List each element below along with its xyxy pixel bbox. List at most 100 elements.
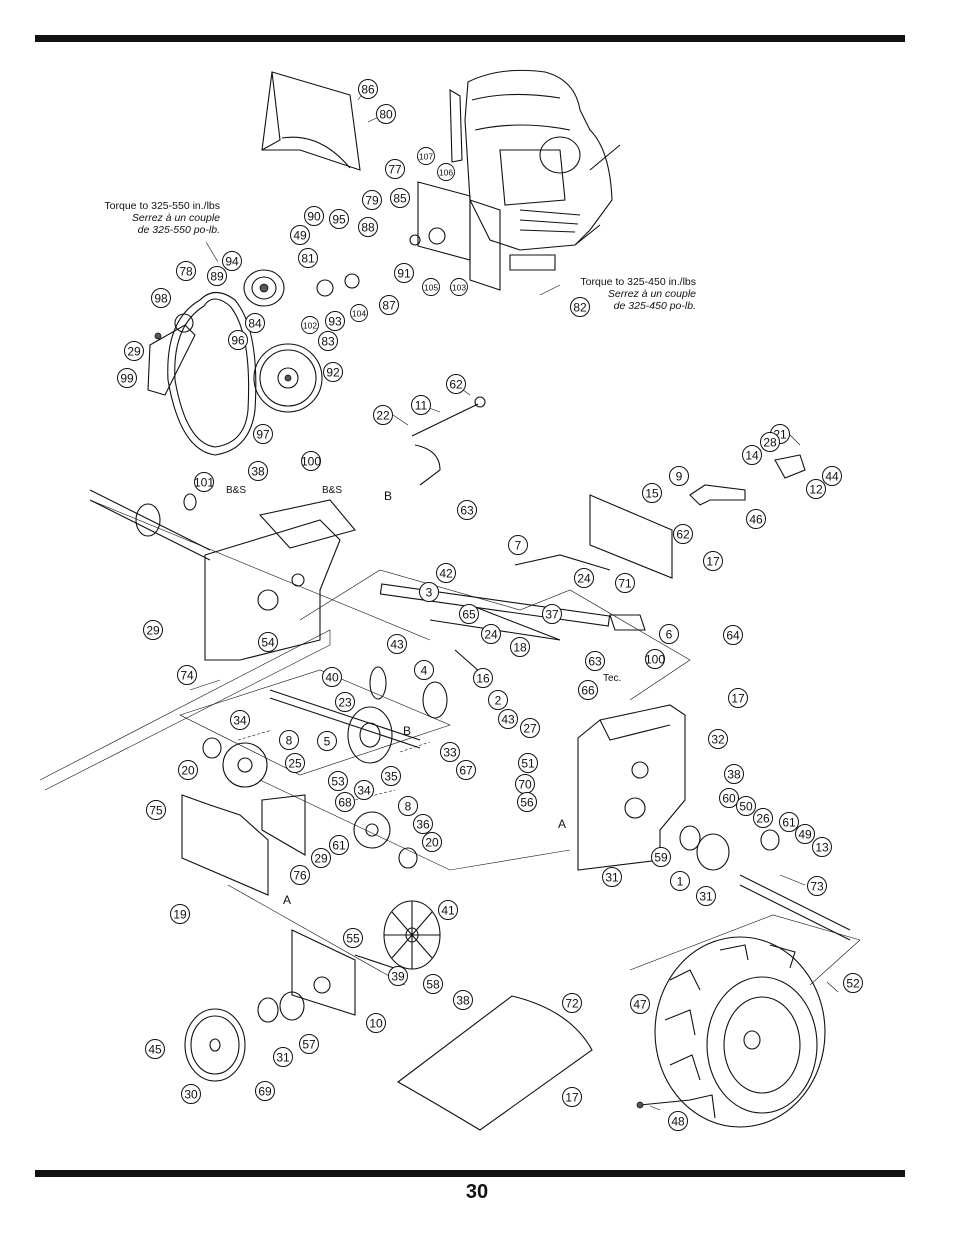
callout-57: 57 bbox=[299, 1034, 319, 1054]
callout-number: 14 bbox=[745, 449, 759, 463]
callout-number: 92 bbox=[326, 366, 340, 380]
callout-49: 49 bbox=[290, 225, 310, 245]
callout-number: 107 bbox=[419, 152, 433, 162]
callout-29: 29 bbox=[143, 620, 163, 640]
callout-number: 70 bbox=[518, 778, 532, 792]
callout-number: 61 bbox=[332, 839, 346, 853]
callout-number: 13 bbox=[815, 841, 829, 855]
callout-98: 98 bbox=[151, 288, 171, 308]
callout-number: 74 bbox=[180, 669, 194, 683]
callout-47: 47 bbox=[630, 994, 650, 1014]
callout-number: 90 bbox=[307, 210, 321, 224]
callout-73: 73 bbox=[807, 876, 827, 896]
callout-balloon bbox=[335, 792, 355, 812]
callout-30: 30 bbox=[181, 1084, 201, 1104]
callout-balloon bbox=[273, 1047, 293, 1067]
callout-balloon bbox=[385, 159, 405, 179]
callout-balloon bbox=[322, 667, 342, 687]
callout-balloon bbox=[230, 710, 250, 730]
bs-label-right: B&S bbox=[322, 485, 342, 496]
callout-balloon bbox=[323, 362, 343, 382]
callout-44: 44 bbox=[822, 466, 842, 486]
callout-number: 34 bbox=[357, 784, 371, 798]
callout-25: 25 bbox=[285, 753, 305, 773]
callout-balloon bbox=[248, 461, 268, 481]
section-letter-a-right: A bbox=[558, 817, 566, 831]
callout-number: 77 bbox=[388, 163, 402, 177]
callout-68: 68 bbox=[335, 792, 355, 812]
callout-49: 49 bbox=[795, 824, 815, 844]
callout-54: 54 bbox=[258, 632, 278, 652]
section-letter-a-left: A bbox=[283, 893, 291, 907]
callout-number: 76 bbox=[293, 869, 307, 883]
callout-101: 101 bbox=[194, 472, 214, 492]
callout-balloon bbox=[304, 206, 324, 226]
callout-balloon bbox=[417, 147, 435, 165]
callout-balloon bbox=[630, 994, 650, 1014]
callout-balloon bbox=[457, 500, 477, 520]
callout-22: 22 bbox=[373, 405, 393, 425]
callout-71: 71 bbox=[615, 573, 635, 593]
callout-34: 34 bbox=[354, 780, 374, 800]
callout-9: 9 bbox=[669, 466, 689, 486]
callout-88: 88 bbox=[358, 217, 378, 237]
callout-18: 18 bbox=[510, 637, 530, 657]
callout-balloon bbox=[724, 764, 744, 784]
callout-balloon bbox=[456, 760, 476, 780]
callout-62: 62 bbox=[673, 524, 693, 544]
callout-43: 43 bbox=[387, 634, 407, 654]
callout-70: 70 bbox=[515, 774, 535, 794]
callout-number: 83 bbox=[321, 335, 335, 349]
callout-48: 48 bbox=[668, 1111, 688, 1131]
callout-number: 82 bbox=[573, 301, 587, 315]
callout-balloon bbox=[388, 966, 408, 986]
callout-81: 81 bbox=[298, 248, 318, 268]
callout-number: 69 bbox=[258, 1085, 272, 1099]
callout-balloon bbox=[343, 928, 363, 948]
callout-23: 23 bbox=[335, 692, 355, 712]
callout-number: 91 bbox=[397, 267, 411, 281]
callout-50: 50 bbox=[736, 796, 756, 816]
callout-number: 10 bbox=[369, 1017, 383, 1031]
callout-17: 17 bbox=[703, 551, 723, 571]
callout-97: 97 bbox=[253, 424, 273, 444]
callout-94: 94 bbox=[222, 251, 242, 271]
callout-balloon bbox=[176, 261, 196, 281]
torque-note-left-en: Torque to 325-550 in./lbs bbox=[104, 200, 220, 212]
callout-65: 65 bbox=[459, 604, 479, 624]
callout-balloon bbox=[350, 304, 368, 322]
callout-83: 83 bbox=[318, 331, 338, 351]
callout-balloon bbox=[642, 483, 662, 503]
callout-number: 32 bbox=[711, 733, 725, 747]
right-axle-part bbox=[739, 874, 851, 941]
callout-77: 77 bbox=[385, 159, 405, 179]
callout-59: 59 bbox=[651, 847, 671, 867]
callout-number: 8 bbox=[286, 734, 293, 748]
callout-number: 87 bbox=[382, 299, 396, 313]
wheel-bolt-part bbox=[636, 1099, 691, 1109]
callout-51: 51 bbox=[518, 753, 538, 773]
callout-balloon bbox=[659, 624, 679, 644]
callout-33: 33 bbox=[440, 742, 460, 762]
callout-number: 103 bbox=[452, 283, 466, 293]
callout-74: 74 bbox=[177, 665, 197, 685]
page-number: 30 bbox=[465, 1181, 489, 1203]
callout-balloon bbox=[450, 278, 468, 296]
callout-62: 62 bbox=[446, 374, 466, 394]
callout-balloon bbox=[299, 1034, 319, 1054]
callout-balloon bbox=[398, 796, 418, 816]
callout-balloon bbox=[651, 847, 671, 867]
callout-balloon bbox=[696, 886, 716, 906]
callout-78: 78 bbox=[176, 261, 196, 281]
callout-84: 84 bbox=[245, 313, 265, 333]
callout-number: 17 bbox=[565, 1091, 579, 1105]
callout-balloon bbox=[245, 313, 265, 333]
callout-5: 5 bbox=[317, 731, 337, 751]
section-letter-b-lower: B bbox=[403, 724, 411, 738]
callout-balloon bbox=[381, 766, 401, 786]
callout-balloon bbox=[498, 709, 518, 729]
callout-balloon bbox=[578, 680, 598, 700]
callout-balloon bbox=[178, 760, 198, 780]
callout-balloon bbox=[746, 509, 766, 529]
